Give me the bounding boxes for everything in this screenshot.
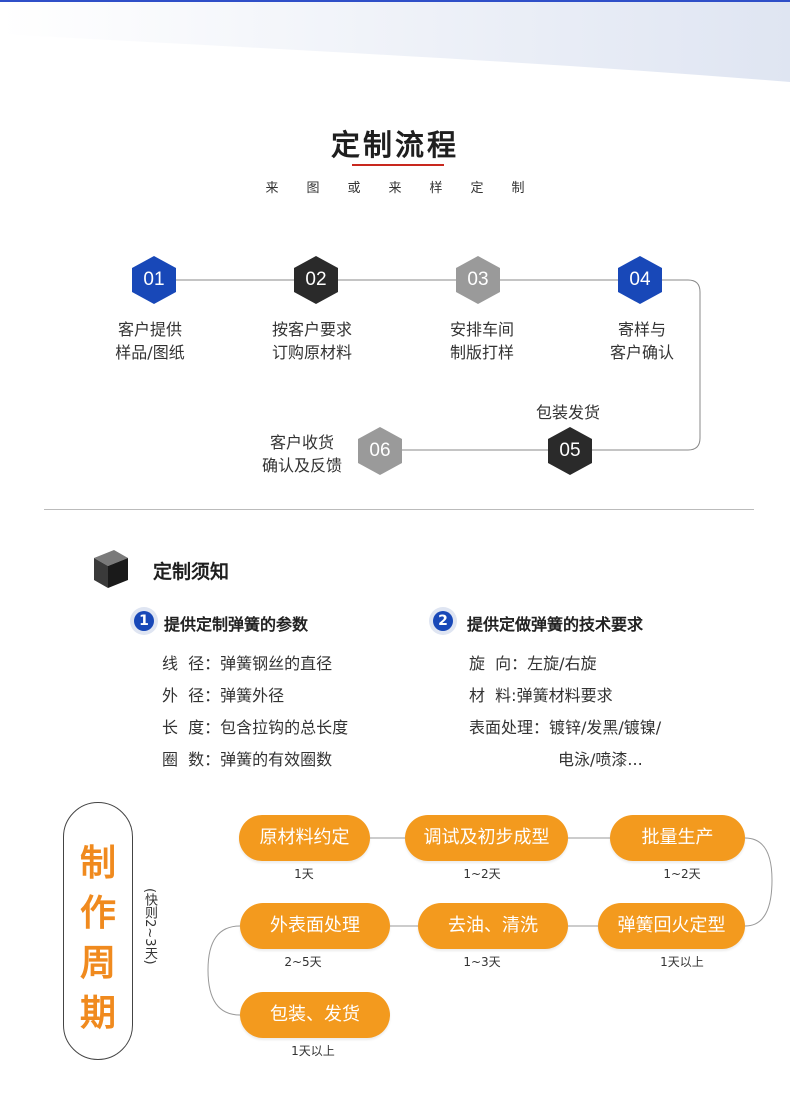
cycle-stage-pill: 弹簧回火定型 xyxy=(598,903,745,949)
cycle-stage-pill: 外表面处理 xyxy=(240,903,390,949)
cycle-note: (快则2~3天) xyxy=(142,888,157,965)
step-number: 01 xyxy=(143,269,165,290)
cycle-stage-pill: 原材料约定 xyxy=(239,815,370,861)
step-02-line2: 订购原材料 xyxy=(271,343,352,362)
cycle-stage-duration: 1~3天 xyxy=(463,955,501,969)
process-connector-lines xyxy=(175,279,701,451)
step-04-badge: 04 xyxy=(618,256,662,304)
section-divider xyxy=(44,509,754,510)
header-top-line xyxy=(0,0,790,2)
cycle-stage-duration: 1~2天 xyxy=(463,867,501,881)
cycle-stage-duration: 1~2天 xyxy=(663,867,701,881)
step-02-badge: 02 xyxy=(294,256,338,304)
cube-icon xyxy=(94,550,128,588)
notice-right-heading: 提供定做弹簧的技术要求 xyxy=(467,615,644,634)
step-01-text: 客户提供 样品/图纸 xyxy=(80,318,220,364)
cycle-stage-pill: 调试及初步成型 xyxy=(405,815,568,861)
notice-right-line: 电泳/喷漆... xyxy=(558,750,643,769)
step-06-badge: 06 xyxy=(358,427,402,475)
notice-left-line: 圈 数：弹簧的有效圈数 xyxy=(162,750,333,769)
header-band xyxy=(0,0,790,84)
cycle-stage-pill: 去油、清洗 xyxy=(418,903,568,949)
notice-left-heading: 提供定制弹簧的参数 xyxy=(164,615,309,634)
step-04-text: 寄样与 客户确认 xyxy=(572,318,712,364)
step-05-badge: 05 xyxy=(548,427,592,475)
notice-left-line: 线 径：弹簧钢丝的直径 xyxy=(162,654,333,673)
notice-right-line: 表面处理：镀锌/发黑/镀镍/ xyxy=(469,718,662,737)
step-number: 05 xyxy=(559,440,581,461)
step-number: 04 xyxy=(629,269,651,290)
step-number: 06 xyxy=(369,440,391,461)
number-2-icon: 2 xyxy=(428,606,458,636)
notice-right-line: 材 料:弹簧材料要求 xyxy=(469,686,613,705)
step-03-line1: 安排车间 xyxy=(449,320,514,339)
step-06-line2: 确认及反馈 xyxy=(261,456,342,475)
step-01-badge: 01 xyxy=(132,256,176,304)
page-title: 定制流程 xyxy=(330,128,459,162)
step-number: 03 xyxy=(467,269,489,290)
notice-right-line: 旋 向：左旋/右旋 xyxy=(469,654,597,673)
step-01-line1: 客户提供 xyxy=(117,320,182,339)
step-03-line2: 制版打样 xyxy=(449,343,514,362)
step-06-line1: 客户收货 xyxy=(269,433,334,452)
step-02-text: 按客户要求 订购原材料 xyxy=(242,318,382,364)
notice-left-line: 外 径：弹簧外径 xyxy=(162,686,285,705)
notice-title: 定制须知 xyxy=(153,561,230,583)
step-06-text: 客户收货 确认及反馈 xyxy=(232,431,372,477)
cycle-stage-duration: 1天 xyxy=(294,867,314,881)
notice-left-number: 1 xyxy=(139,613,149,629)
step-02-line1: 按客户要求 xyxy=(271,320,352,339)
cycle-char: 制 xyxy=(79,843,116,884)
step-01-line2: 样品/图纸 xyxy=(115,343,185,362)
cycle-stage-duration: 1天以上 xyxy=(660,955,704,969)
notice-left-line: 长 度：包含拉钩的总长度 xyxy=(162,718,349,737)
step-03-text: 安排车间 制版打样 xyxy=(412,318,552,364)
cycle-char: 期 xyxy=(79,993,116,1034)
cycle-stage-duration: 1天以上 xyxy=(291,1044,335,1058)
step-number: 02 xyxy=(305,269,327,290)
step-04-line2: 客户确认 xyxy=(609,343,674,362)
step-05-text: 包装发货 xyxy=(498,401,638,424)
cycle-char: 作 xyxy=(79,893,116,934)
step-05-line1: 包装发货 xyxy=(535,403,600,422)
header-wave xyxy=(0,2,790,82)
title-underline xyxy=(352,164,444,166)
page-subtitle: 来图或来样定制 xyxy=(265,181,553,196)
step-04-line1: 寄样与 xyxy=(617,320,666,339)
cycle-char: 周 xyxy=(79,943,116,984)
number-1-icon: 1 xyxy=(129,606,159,636)
cycle-stage-duration: 2~5天 xyxy=(284,955,322,969)
cycle-label-box xyxy=(63,802,133,1060)
cycle-stage-pill: 批量生产 xyxy=(610,815,745,861)
notice-right-number: 2 xyxy=(438,613,448,629)
step-03-badge: 03 xyxy=(456,256,500,304)
cycle-stage-pill: 包装、发货 xyxy=(240,992,390,1038)
